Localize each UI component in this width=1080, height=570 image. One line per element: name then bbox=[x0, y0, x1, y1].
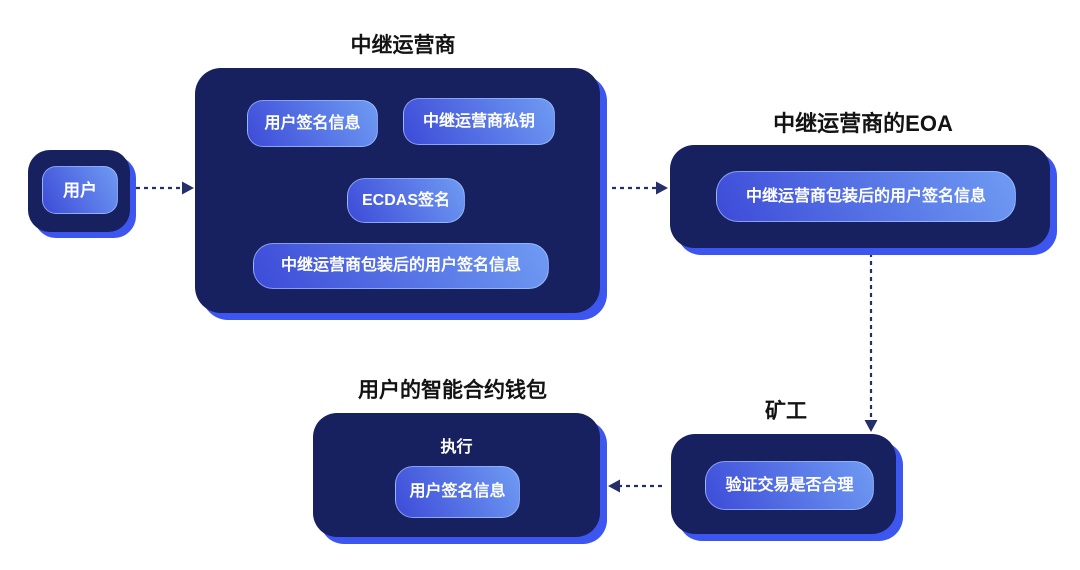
relay-ecdas-label: ECDAS签名 bbox=[361, 191, 450, 209]
edge-miner-to-wallet-arrowhead bbox=[608, 479, 620, 493]
eoa-chip-label: 中继运营商包装后的用户签名信息 bbox=[745, 187, 986, 205]
wallet-exec-label: 执行 bbox=[440, 439, 473, 456]
relay-user-sig-label: 用户签名信息 bbox=[264, 114, 361, 132]
edge-eoa-to-miner-arrowhead bbox=[864, 420, 878, 432]
edge-relay-to-eoa-arrowhead bbox=[656, 181, 668, 195]
miner-chip-label: 验证交易是否合理 bbox=[725, 476, 854, 494]
user-chip: 用户 bbox=[42, 166, 118, 214]
relay-node: 用户签名信息 中继运营商私钥 ECDAS签名 中继运营商包装后的用户签名信息 bbox=[195, 68, 600, 313]
wallet-title: 用户的智能合约钱包 bbox=[358, 379, 547, 402]
relay-title: 中继运营商 bbox=[350, 34, 456, 57]
relay-ecdas-chip: ECDAS签名 bbox=[347, 178, 465, 223]
eoa-node: 中继运营商包装后的用户签名信息 bbox=[670, 145, 1050, 248]
miner-node: 验证交易是否合理 bbox=[671, 434, 896, 534]
user-node: 用户 bbox=[28, 150, 130, 232]
edge-user-to-relay-arrowhead bbox=[182, 181, 194, 195]
wallet-chip-label: 用户签名信息 bbox=[409, 483, 506, 500]
eoa-title: 中继运营商的EOA bbox=[773, 111, 953, 136]
eoa-chip: 中继运营商包装后的用户签名信息 bbox=[716, 171, 1016, 222]
wallet-node: 执行 用户签名信息 bbox=[313, 413, 600, 537]
wallet-chip: 用户签名信息 bbox=[395, 466, 520, 518]
relay-wrapped-chip: 中继运营商包装后的用户签名信息 bbox=[253, 243, 549, 289]
miner-title: 矿工 bbox=[765, 400, 807, 423]
user-chip-label: 用户 bbox=[63, 180, 97, 200]
relay-wrapped-label: 中继运营商包装后的用户签名信息 bbox=[280, 257, 521, 274]
miner-chip: 验证交易是否合理 bbox=[705, 461, 874, 510]
relay-private-key-label: 中继运营商私钥 bbox=[422, 112, 535, 130]
relay-private-key-chip: 中继运营商私钥 bbox=[403, 98, 555, 145]
relay-user-sig-chip: 用户签名信息 bbox=[247, 100, 378, 147]
